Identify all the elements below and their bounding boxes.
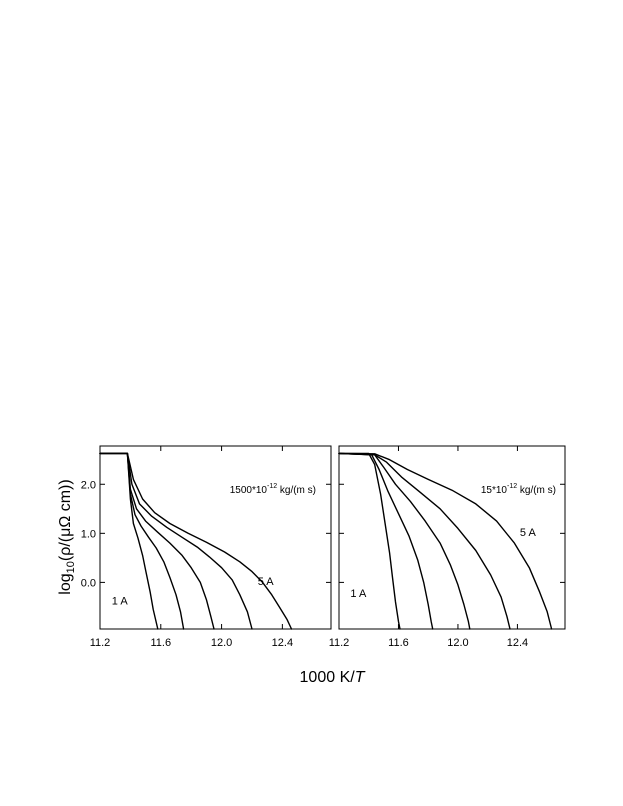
right-curves (338, 452, 553, 630)
right-labels: 1 A 5 A (350, 527, 536, 600)
left-annotation: 1500*10-12 kg/(m s) (230, 483, 316, 496)
left-xtick-label: 12.4 (272, 637, 293, 649)
right-panel: 11.2 11.6 12.0 12.4 1 A 5 A 15*10-12 kg/(m s… (329, 445, 566, 649)
right-xtick-label: 12.0 (447, 637, 468, 649)
left-ytick-label: 2.0 (81, 479, 96, 491)
right-curve-label: 1 A (350, 588, 367, 600)
y-axis-title: log10(ρ/(μΩ cm)) (57, 479, 77, 594)
left-ticks: 11.2 11.6 12.0 12.4 2.0 1.0 0.0 (81, 446, 331, 649)
left-xtick-label: 11.6 (150, 637, 171, 649)
right-xtick-label: 11.6 (388, 637, 409, 649)
right-curve-1 (338, 452, 401, 630)
left-labels: 1 A 5 A (112, 576, 274, 608)
right-ticks: 11.2 11.6 12.0 12.4 (329, 446, 565, 649)
left-curve-4 (99, 452, 253, 630)
left-curve-3 (99, 452, 215, 630)
right-xtick-label: 11.2 (329, 637, 350, 649)
left-curve-5 (99, 452, 293, 630)
right-curve-label: 5 A (520, 527, 537, 539)
left-panel: 11.2 11.6 12.0 12.4 2.0 1.0 0.0 1 A 5 A 1500*10… (81, 445, 332, 649)
left-plot-frame (99, 445, 332, 630)
right-curve-2 (338, 452, 434, 630)
right-curve-4 (338, 452, 511, 630)
left-xtick-label: 11.2 (90, 637, 111, 649)
left-ytick-label: 1.0 (81, 528, 96, 540)
right-annotation: 15*10-12 kg/(m s) (481, 483, 556, 496)
x-axis-title: 1000 K/T (300, 669, 366, 686)
left-curve-label: 5 A (258, 576, 275, 588)
left-xtick-label: 12.0 (211, 637, 232, 649)
right-plot-frame (338, 445, 566, 630)
left-curves (99, 452, 293, 630)
right-curve-5 (338, 452, 553, 630)
right-xtick-label: 12.4 (507, 637, 528, 649)
left-ytick-label: 0.0 (81, 577, 96, 589)
right-curve-3 (338, 452, 471, 630)
left-curve-label: 1 A (112, 595, 129, 607)
